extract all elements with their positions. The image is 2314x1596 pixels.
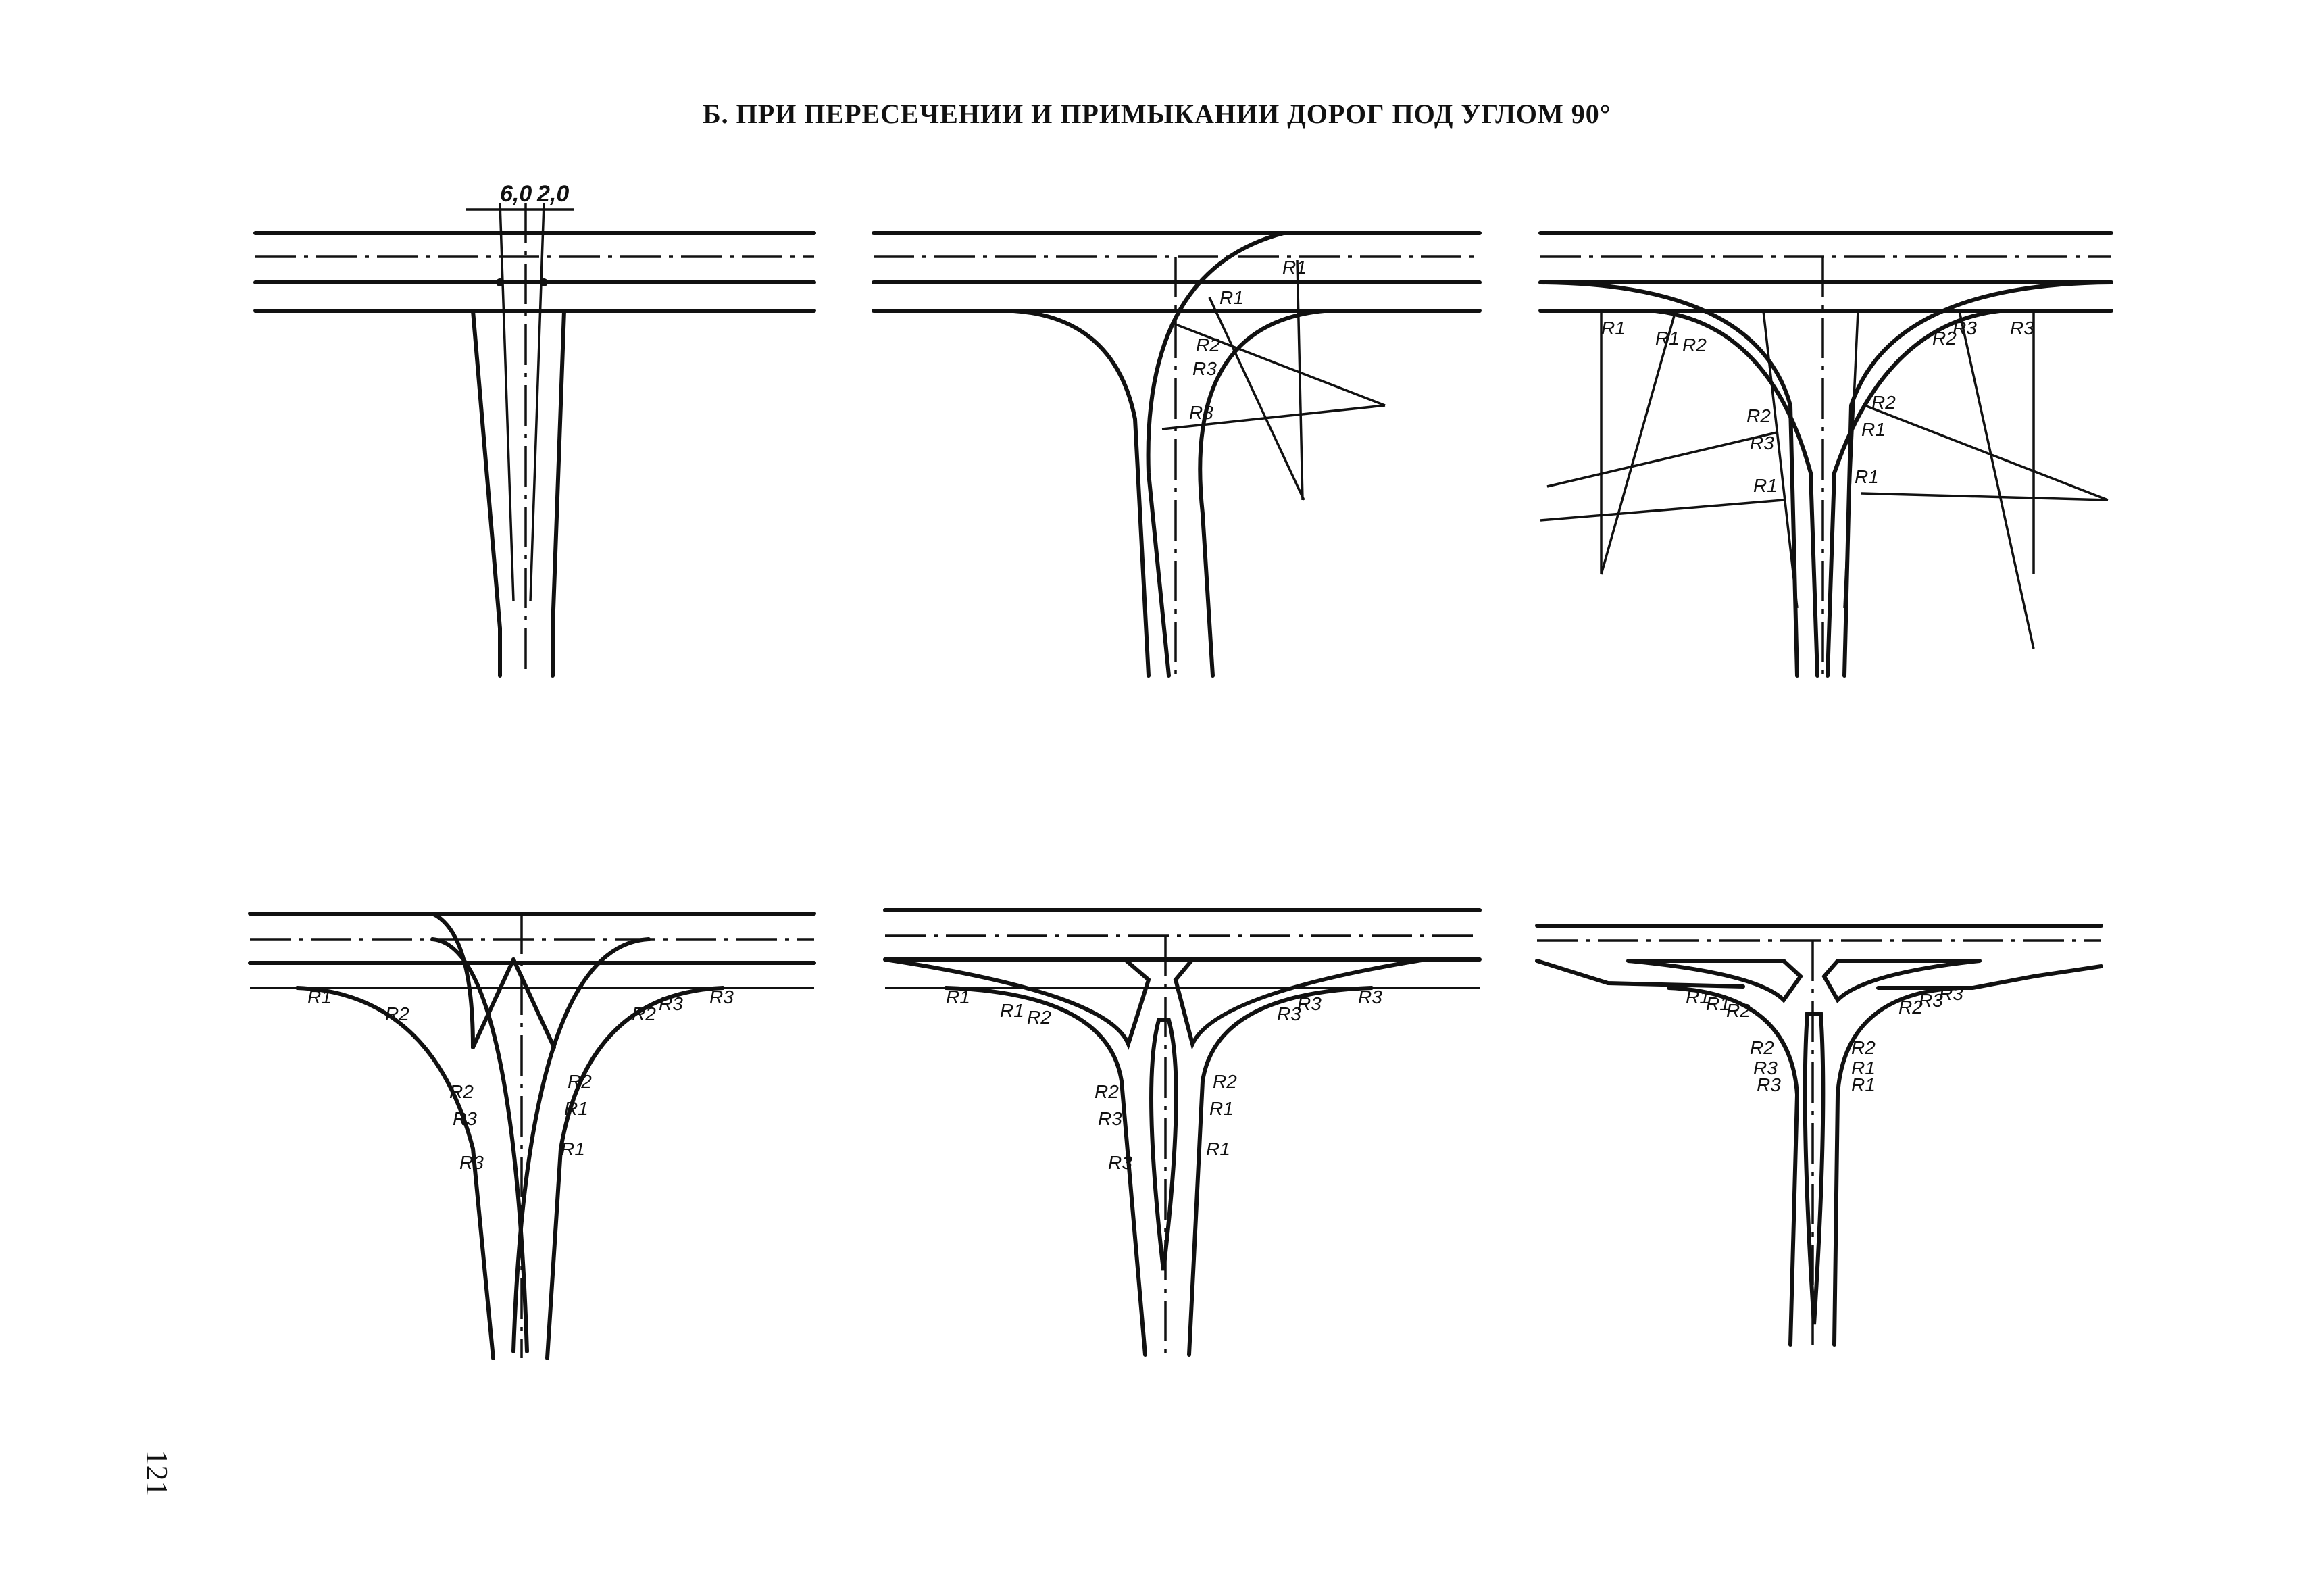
radius-label-r2: R2 — [385, 1003, 409, 1024]
radius-label-r2: R2 — [1851, 1037, 1876, 1058]
radius-label-r2: R2 — [1682, 334, 1707, 355]
radius-label-r1: R1 — [1000, 1000, 1024, 1021]
radius-label-r3: R3 — [1358, 987, 1382, 1007]
radius-label-r2: R2 — [1027, 1007, 1051, 1028]
radius-label-r3: R3 — [709, 987, 734, 1007]
radius-label-r1: R1 — [1753, 475, 1778, 496]
radius-label-r3: R3 — [1953, 318, 1977, 339]
radius-label-r3: R3 — [1297, 993, 1322, 1014]
radius-label-r3: R3 — [1277, 1003, 1301, 1024]
diagram-1-basic-junction: 6,0 2,0 — [253, 181, 816, 678]
radius-label-r1: R1 — [564, 1098, 588, 1119]
radius-label-r2: R2 — [632, 1003, 656, 1024]
radius-label-r1: R1 — [1686, 987, 1710, 1007]
radius-label-r3: R3 — [459, 1152, 484, 1173]
radius-label-r3: R3 — [1108, 1152, 1132, 1173]
diagram-6-tapered-islands: R1 R1 R2 R2 R3 R3 R2 R1 R1 R2 R3 R3 — [1535, 924, 2103, 1347]
diagram-2-single-curve: R1 R1 R2 R3 R3 — [872, 231, 1482, 678]
dimension-label-2: 2,0 — [536, 181, 569, 207]
diagram-3-double-curve: R1 R1 R2 R2 R3 R1 R3 R2 R3 R2 R1 R1 — [1538, 231, 2113, 678]
radius-label-r3: R3 — [1192, 358, 1217, 379]
diagram-5-triangular-islands: R1 R1 R2 R2 R3 R3 R2 R1 R1 R3 R3 R3 — [883, 908, 1482, 1357]
radius-label-r3: R3 — [1757, 1074, 1781, 1095]
radius-label-r2: R2 — [1726, 1000, 1751, 1021]
diagram-4-crossing-ramps: R1 R2 R2 R3 R3 R2 R1 R1 R2 R3 R3 — [248, 912, 816, 1360]
radius-label-r2: R2 — [449, 1081, 474, 1102]
radius-label-r1: R1 — [1851, 1074, 1876, 1095]
radius-label-r3: R3 — [1098, 1108, 1122, 1129]
radius-label-r2: R2 — [1898, 997, 1923, 1018]
radius-label-r1: R1 — [1861, 419, 1886, 440]
radius-label-r3: R3 — [1919, 990, 1943, 1011]
radius-label-r1: R1 — [561, 1139, 585, 1159]
radius-label-r2: R2 — [1213, 1071, 1237, 1092]
radius-label-r2: R2 — [568, 1071, 592, 1092]
radius-label-r2: R2 — [1932, 328, 1957, 349]
radius-label-r1: R1 — [1206, 1139, 1230, 1159]
radius-label-r2: R2 — [1871, 392, 1896, 413]
radius-label-r3: R3 — [1939, 983, 1963, 1004]
radius-label-r2: R2 — [1750, 1037, 1774, 1058]
radius-label-r2: R2 — [1746, 405, 1771, 426]
radius-label-r1: R1 — [1209, 1098, 1234, 1119]
radius-label-r2: R2 — [1095, 1081, 1119, 1102]
radius-label-r3: R3 — [1750, 432, 1774, 453]
radius-label-r2: R2 — [1196, 334, 1220, 355]
page-title: Б. ПРИ ПЕРЕСЕЧЕНИИ И ПРИМЫКАНИИ ДОРОГ ПО… — [703, 99, 1611, 129]
radius-label-r1: R1 — [1851, 1057, 1876, 1078]
radius-label-r1: R1 — [1855, 466, 1879, 487]
radius-label-r3: R3 — [659, 993, 683, 1014]
radius-label-r3: R3 — [1189, 402, 1213, 423]
radius-label-r1: R1 — [1282, 257, 1307, 278]
radius-label-r1: R1 — [1655, 328, 1680, 349]
radius-label-r3: R3 — [453, 1108, 477, 1129]
radius-label-r1: R1 — [1219, 287, 1244, 308]
radius-label-r3: R3 — [2010, 318, 2034, 339]
radius-label-r1: R1 — [307, 987, 332, 1007]
radius-label-r1: R1 — [1706, 993, 1730, 1014]
radius-label-r1: R1 — [1601, 318, 1626, 339]
dimension-label-6: 6,0 — [500, 181, 532, 207]
radius-label-r3: R3 — [1753, 1057, 1778, 1078]
radius-label-r1: R1 — [946, 987, 970, 1007]
